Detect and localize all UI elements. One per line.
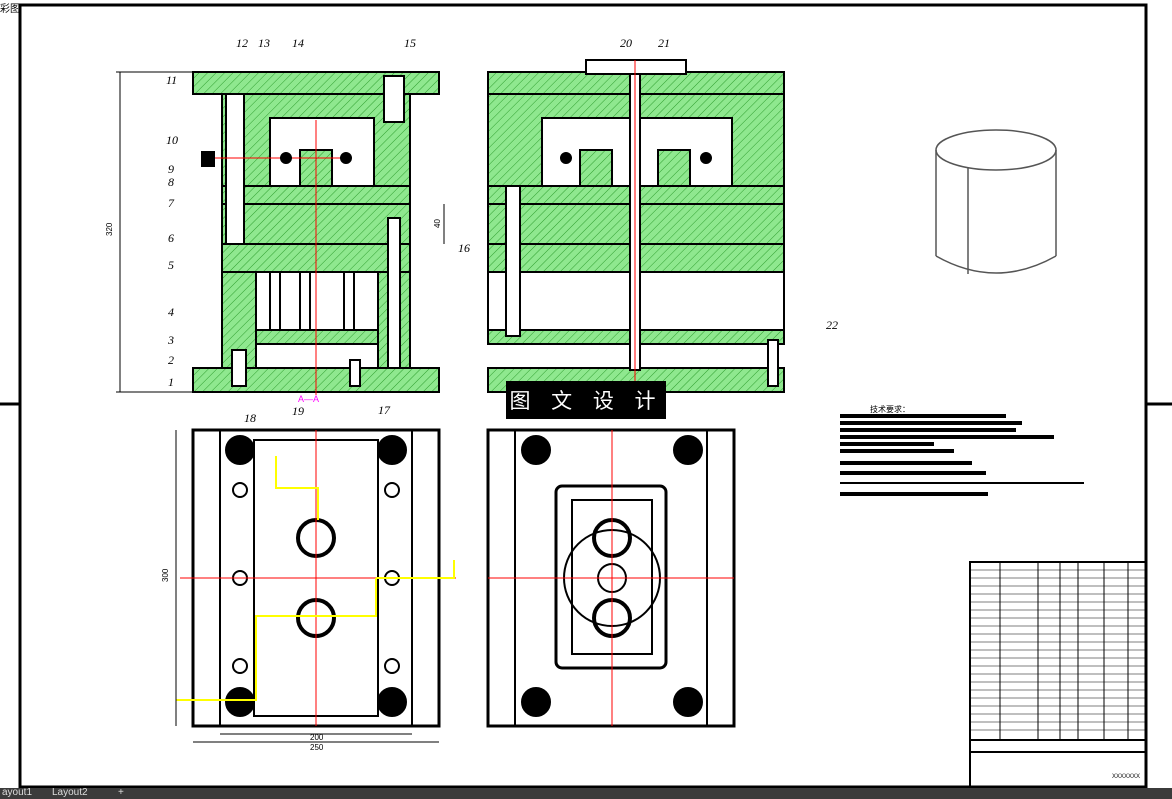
callout-9: 9 <box>168 162 174 176</box>
dim-height-bottom: 300 <box>161 568 170 582</box>
section-label: A—A <box>298 394 319 404</box>
side-section-view <box>487 59 785 395</box>
callout-2: 2 <box>168 353 174 367</box>
callout-20: 20 <box>620 36 632 50</box>
dim-height-top: 320 <box>105 222 114 236</box>
callout-21: 21 <box>658 36 670 50</box>
callout-8: 8 <box>168 175 174 189</box>
callout-19: 19 <box>292 404 304 418</box>
technical-requirements <box>840 414 1084 496</box>
product-isometric-sketch <box>935 129 1057 274</box>
dim-width-inner: 200 <box>310 733 324 742</box>
callout-13: 13 <box>258 36 270 50</box>
callout-15: 15 <box>404 36 416 50</box>
callout-16: 16 <box>458 241 470 255</box>
callout-3: 3 <box>168 333 174 347</box>
callout-11: 11 <box>166 73 178 87</box>
callout-22: 22 <box>826 318 838 332</box>
callout-10: 10 <box>166 133 178 147</box>
callout-14: 14 <box>292 36 304 50</box>
front-section-view <box>192 71 440 395</box>
callout-1: 1 <box>168 375 174 389</box>
callout-7: 7 <box>168 196 174 210</box>
tab-layout1[interactable]: ayout1 <box>2 787 33 798</box>
callout-12: 12 <box>236 36 248 50</box>
dim-width-outer: 250 <box>310 743 324 752</box>
tech-requirements-title: 技术要求： <box>870 405 910 414</box>
callout-5: 5 <box>168 258 174 272</box>
title-block <box>969 561 1147 788</box>
layout-tabs-bar: ayout1 Layout2 + <box>0 787 1172 799</box>
window-corner-label: 彩图 <box>0 4 20 15</box>
dim-step: 40 <box>433 219 442 228</box>
top-plan-view-right <box>486 428 736 728</box>
callout-6: 6 <box>168 231 174 245</box>
drawing-number: XXXXXXX <box>1112 774 1140 780</box>
title-block-rows <box>970 569 1146 731</box>
callout-4: 4 <box>168 305 174 319</box>
watermark-badge: 图 文 设 计 <box>506 381 666 419</box>
callout-18: 18 <box>244 411 256 425</box>
add-tab-button[interactable]: + <box>118 787 124 798</box>
callout-17: 17 <box>378 403 390 417</box>
drawing-frame <box>18 3 1148 789</box>
tab-layout2[interactable]: Layout2 <box>52 787 88 798</box>
